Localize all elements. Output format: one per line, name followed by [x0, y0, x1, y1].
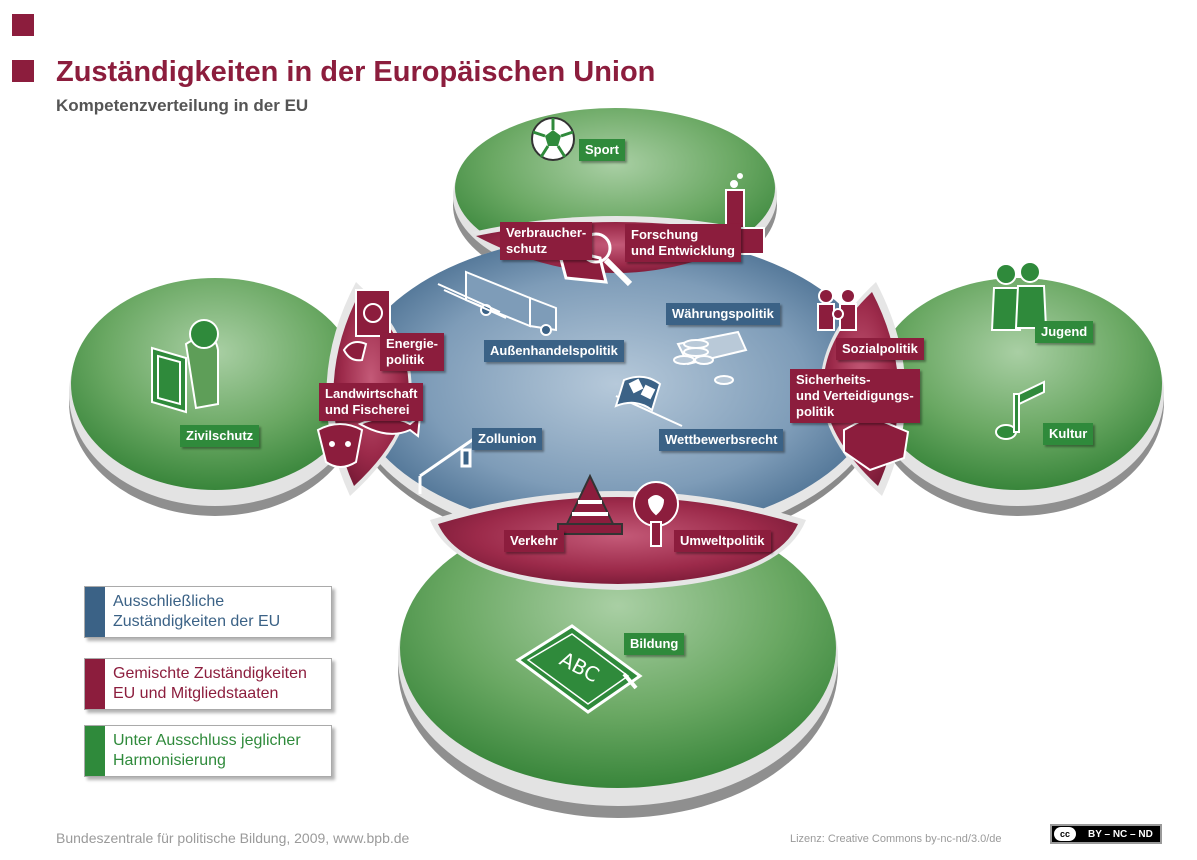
page-title: Zuständigkeiten in der Europäischen Unio…	[56, 56, 656, 88]
soccer-ball-icon	[531, 117, 575, 161]
label-energie: Energie- politik	[380, 333, 445, 371]
label-kultur: Kultur	[1043, 423, 1094, 445]
legend-supporting: Unter Ausschluss jeglicher Harmonisierun…	[84, 725, 332, 777]
checkered-flag-icon	[614, 375, 683, 427]
header-square	[12, 60, 34, 82]
label-umweltpolitik: Umweltpolitik	[674, 530, 771, 552]
legend-line: Zuständigkeiten der EU	[113, 613, 281, 630]
label-aussenhandelspolitik: Außenhandelspolitik	[484, 340, 624, 362]
label-bildung: Bildung	[624, 633, 685, 655]
tree-icon	[633, 481, 679, 547]
legend-text-shared: Gemischte Zuständigkeiten EU und Mitglie…	[113, 664, 307, 704]
label-waehrungspolitik: Währungspolitik	[666, 303, 780, 325]
header-square-top	[12, 14, 34, 36]
legend-line: EU und Mitgliedstaaten	[113, 685, 279, 702]
label-sport: Sport	[579, 139, 625, 161]
legend-text-supporting: Unter Ausschluss jeglicher Harmonisierun…	[113, 731, 301, 771]
label-verbraucherschutz: Verbraucher- schutz	[500, 222, 593, 260]
legend-shared: Gemischte Zuständigkeiten EU und Mitglie…	[84, 658, 332, 710]
footer-license: Lizenz: Creative Commons by-nc-nd/3.0/de	[790, 833, 1002, 845]
legend-text-exclusive: Ausschließliche Zuständigkeiten der EU	[113, 592, 280, 632]
coins-icon	[673, 330, 748, 385]
people-icon	[990, 261, 1048, 331]
cc-license-badge: cc BY – NC – ND	[1050, 824, 1162, 844]
label-verkehr: Verkehr	[504, 530, 564, 552]
truck-icon	[437, 270, 557, 336]
cc-icon: cc	[1054, 827, 1076, 841]
label-forschung: Forschung und Entwicklung	[625, 224, 741, 262]
shield-person-icon	[151, 319, 219, 414]
page-subtitle: Kompetenzverteilung in der EU	[56, 96, 309, 115]
traffic-cone-icon	[557, 473, 623, 535]
label-zollunion: Zollunion	[472, 428, 543, 450]
label-wettbewerbsrecht: Wettbewerbsrecht	[659, 429, 784, 451]
label-landwirtschaft: Landwirtschaft und Fischerei	[319, 383, 424, 421]
chalkboard-icon	[515, 624, 643, 714]
legend-exclusive: Ausschließliche Zuständigkeiten der EU	[84, 586, 332, 638]
legend-swatch-shared	[85, 659, 105, 709]
legend-line: Harmonisierung	[113, 752, 226, 769]
footer-source: Bundeszentrale für politische Bildung, 2…	[56, 830, 410, 846]
label-sozialpolitik: Sozialpolitik	[836, 338, 924, 360]
legend-line: Ausschließliche	[113, 593, 225, 610]
label-jugend: Jugend	[1035, 321, 1094, 343]
legend-line: Unter Ausschluss jeglicher	[113, 732, 301, 749]
legend-swatch-exclusive	[85, 587, 105, 637]
barrier-icon	[418, 434, 479, 494]
legend-swatch-supporting	[85, 726, 105, 776]
family-icon	[817, 288, 857, 331]
label-zivilschutz: Zivilschutz	[180, 425, 260, 447]
legend-line: Gemischte Zuständigkeiten	[113, 665, 307, 682]
music-note-icon	[995, 380, 1045, 440]
petal-bottom	[400, 508, 836, 788]
power-plug-icon	[342, 289, 391, 362]
label-sicherheit: Sicherheits- und Verteidigungs- politik	[790, 369, 920, 423]
cow-fish-icon	[316, 413, 422, 468]
cc-badge-text: BY – NC – ND	[1088, 829, 1153, 840]
